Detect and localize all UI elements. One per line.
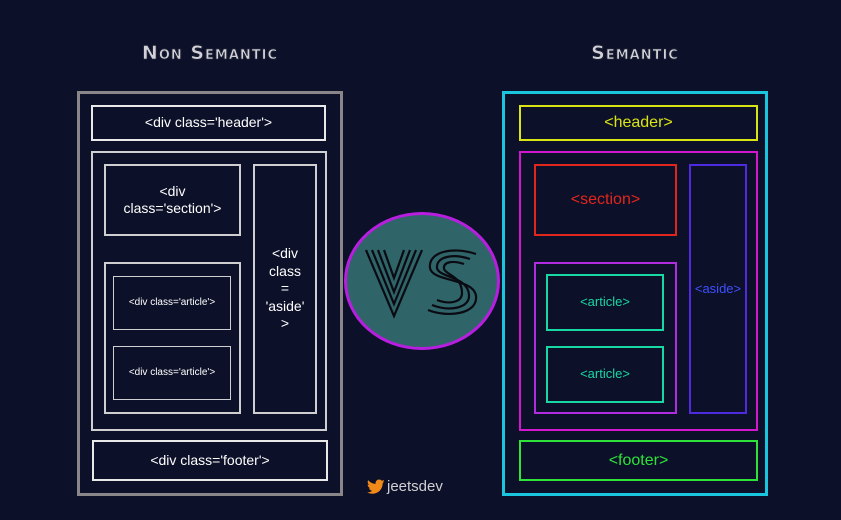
vs-icon: VS bbox=[364, 249, 478, 319]
author-handle: jeetsdev bbox=[387, 478, 443, 495]
semantic-article-wrapper bbox=[534, 262, 677, 414]
semantic-article-box-1: <article> bbox=[546, 274, 664, 331]
vs-badge bbox=[344, 212, 500, 350]
semantic-title: Semantic bbox=[591, 42, 679, 65]
semantic-section-box: <section> bbox=[534, 164, 677, 236]
semantic-page-frame bbox=[502, 91, 768, 496]
non-semantic-aside-label: <div class = 'aside' > bbox=[265, 245, 305, 332]
semantic-aside-box: <aside> bbox=[689, 164, 747, 414]
non-semantic-page-frame bbox=[77, 91, 343, 496]
author-credit: jeetsdev bbox=[367, 478, 443, 495]
non-semantic-title: Non Semantic bbox=[141, 42, 279, 65]
non-semantic-footer-box: <div class='footer'> bbox=[92, 440, 328, 481]
non-semantic-article-box-2: <div class='article'> bbox=[113, 346, 231, 400]
semantic-footer-box: <footer> bbox=[519, 440, 758, 481]
non-semantic-body-frame bbox=[91, 151, 327, 431]
twitter-icon bbox=[367, 479, 385, 494]
semantic-article-box-2: <article> bbox=[546, 346, 664, 403]
non-semantic-header-box: <div class='header'> bbox=[91, 105, 326, 141]
vs-label: VS bbox=[422, 283, 424, 285]
semantic-header-box: <header> bbox=[519, 105, 758, 141]
non-semantic-section-box: <div class='section'> bbox=[104, 164, 241, 236]
non-semantic-section-label: <div class='section'> bbox=[123, 182, 222, 217]
non-semantic-aside-box: <div class = 'aside' > bbox=[253, 164, 317, 414]
non-semantic-article-wrapper bbox=[104, 262, 241, 414]
non-semantic-article-box-1: <div class='article'> bbox=[113, 276, 231, 330]
semantic-body-frame bbox=[519, 151, 758, 431]
